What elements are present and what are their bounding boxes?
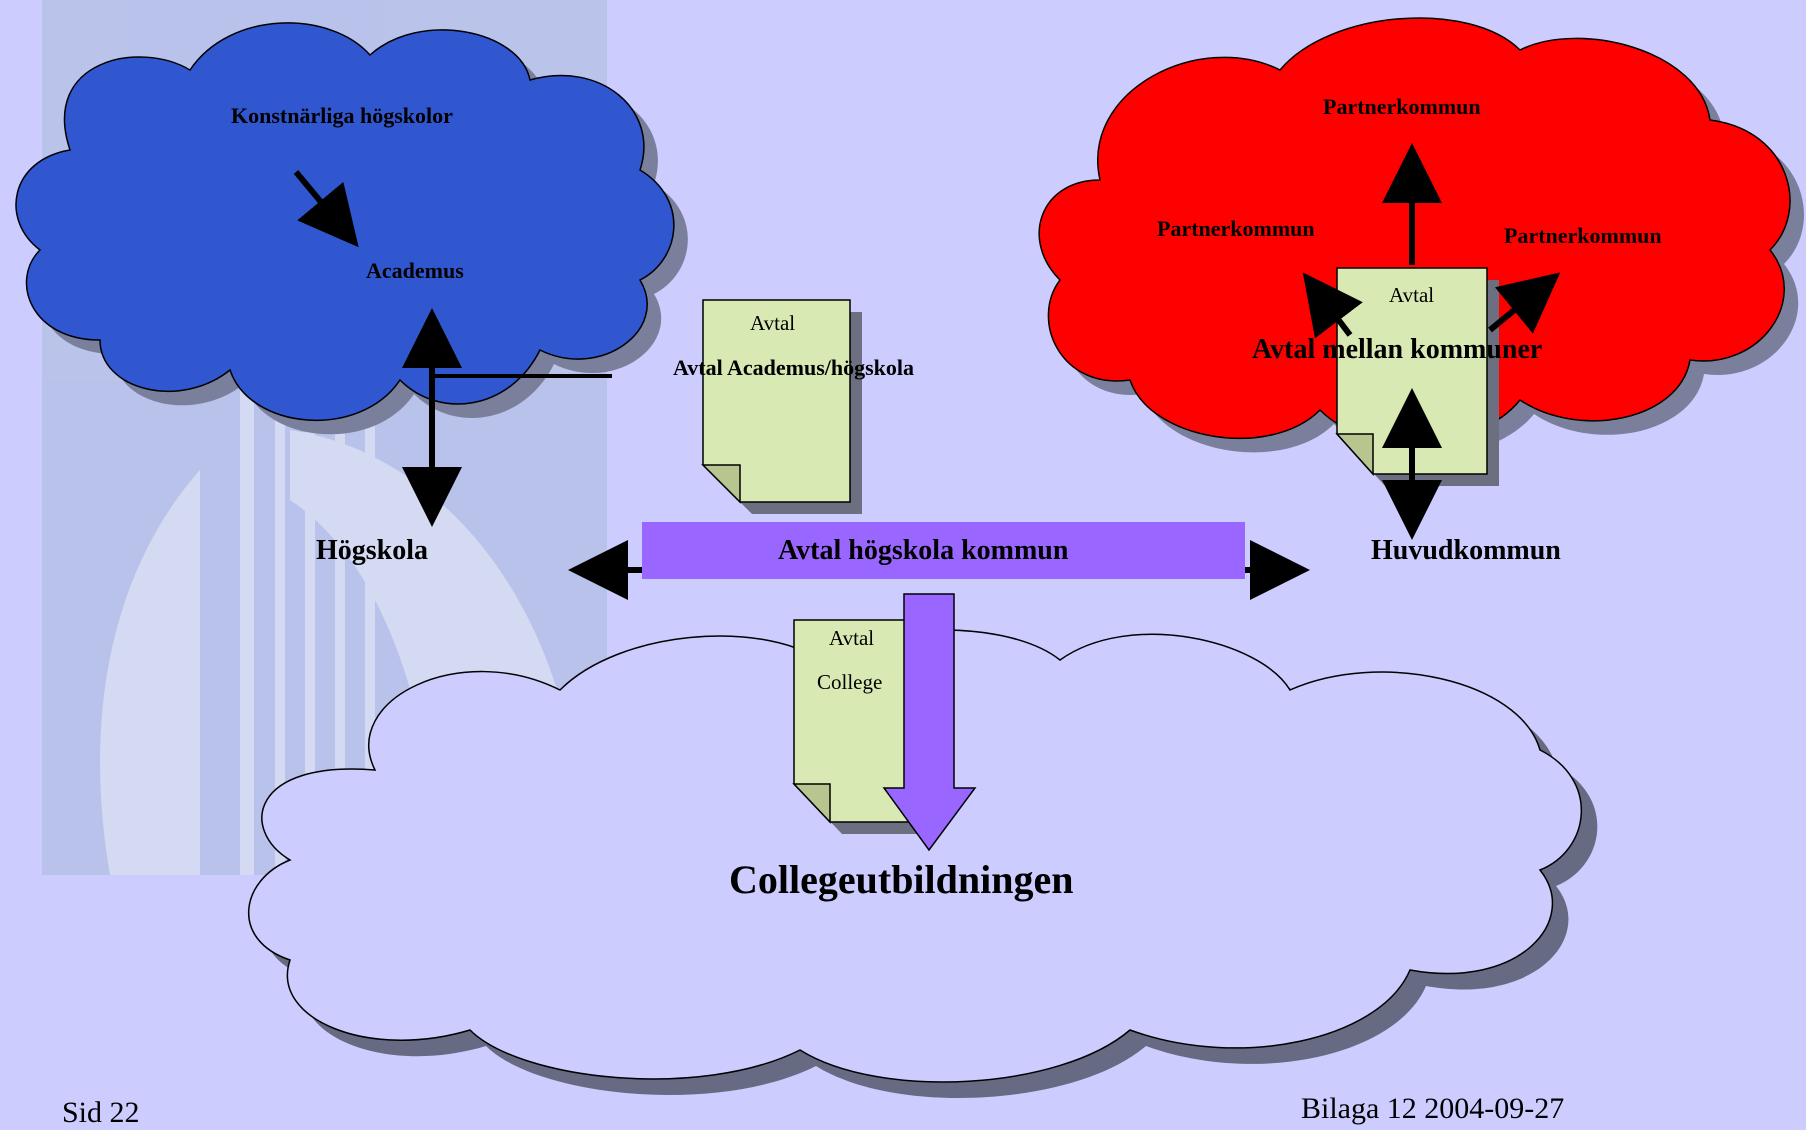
hogskola-node: Högskola <box>316 535 429 566</box>
page-number: Sid 22 <box>62 1096 140 1129</box>
academus-agreement-document <box>701 299 862 514</box>
agreement-banner <box>642 522 1245 579</box>
arrow-partner-left <box>1302 272 1363 339</box>
konstnarliga-hogskolor-label: Konstnärliga högskolor <box>231 103 453 128</box>
college-document-subtitle: College <box>817 670 883 694</box>
college-document-title: Avtal <box>829 626 875 650</box>
college-agreement-document <box>792 619 927 834</box>
kommun-document-title: Avtal <box>1389 283 1435 307</box>
appendix-date: Bilaga 12 2004-09-27 <box>1301 1092 1565 1125</box>
academus-agreement-caption: Avtal Academus/högskola <box>673 355 915 380</box>
academus-label: Academus <box>366 258 464 283</box>
avtal-mellan-kommuner-label: Avtal mellan kommuner <box>1252 334 1543 365</box>
partnerkommun-right-label: Partnerkommun <box>1504 223 1662 248</box>
partnerkommun-left-label: Partnerkommun <box>1157 216 1315 241</box>
huvudkommun-node: Huvudkommun <box>1371 535 1561 566</box>
banner-label: Avtal högskola kommun <box>778 535 1069 566</box>
academus-cloud <box>15 22 688 435</box>
academus-document-title: Avtal <box>750 311 796 335</box>
college-cloud <box>248 629 1598 1099</box>
down-arrow-icon <box>882 593 977 852</box>
collegeutbildningen-label: Collegeutbildningen <box>729 857 1074 902</box>
connector-arrows <box>293 143 1561 600</box>
partnerkommun-top-label: Partnerkommun <box>1323 94 1481 119</box>
arrow-partner-right <box>1488 272 1561 334</box>
arrow-to-academus <box>293 170 359 248</box>
